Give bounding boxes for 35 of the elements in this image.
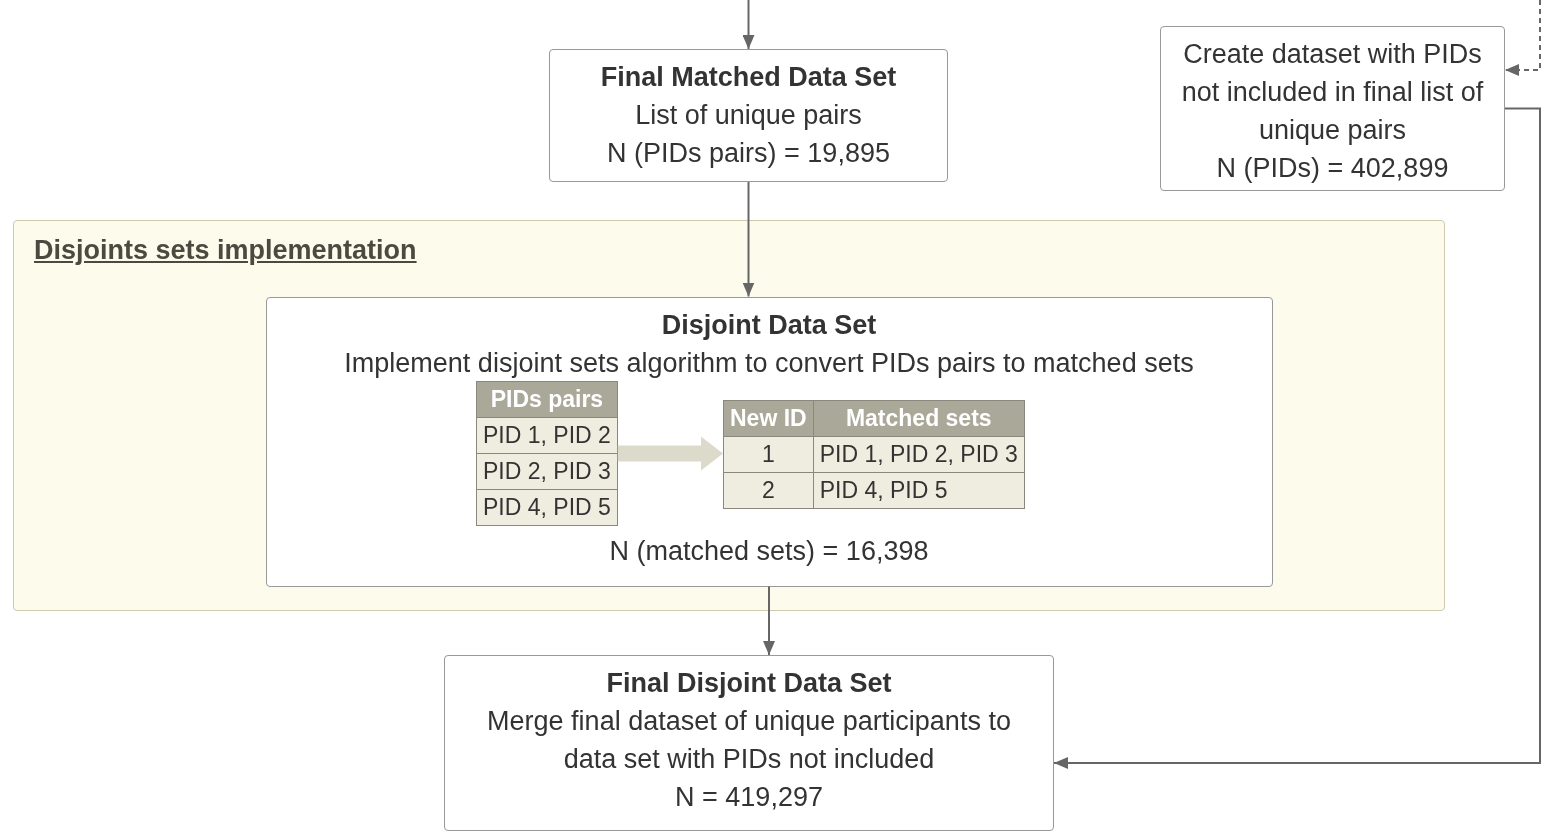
table-entry: PID 2, PID 3 bbox=[476, 453, 618, 490]
box-text: Implement disjoint sets algorithm to convert PIDs pairs to matched sets bbox=[343, 346, 1195, 380]
process-box bbox=[444, 655, 1054, 831]
box-title: Final Disjoint Data Set bbox=[605, 667, 893, 700]
box-text: N (PIDs pairs) = 19,895 bbox=[606, 137, 891, 170]
column-header: Matched sets bbox=[813, 400, 1025, 437]
box-text: N (matched sets) = 16,398 bbox=[608, 534, 930, 568]
arrow bbox=[742, 0, 755, 50]
column-header: New ID bbox=[723, 400, 814, 437]
arrow bbox=[1053, 107, 1541, 769]
box-text: List of unique pairs bbox=[634, 99, 863, 132]
table-entry: PID 4, PID 5 bbox=[476, 489, 618, 526]
box-text: N = 419,297 bbox=[674, 781, 824, 814]
column-header: PIDs pairs bbox=[476, 381, 618, 418]
process-box bbox=[549, 49, 948, 182]
table-entry: 1 bbox=[723, 436, 814, 473]
box-text: Merge final dataset of unique participants to data set with PIDs not included bbox=[486, 705, 1012, 776]
box-text: N (PIDs) = 402,899 bbox=[1215, 152, 1450, 185]
table-entry: PID 1, PID 2 bbox=[476, 417, 618, 454]
process-box bbox=[1160, 26, 1505, 191]
process-box bbox=[265, 296, 1273, 587]
box-title: Final Matched Data Set bbox=[599, 61, 898, 94]
box-title: Disjoint Data Set bbox=[660, 308, 878, 342]
group-panel bbox=[13, 220, 1445, 611]
table-entry: PID 4, PID 5 bbox=[813, 472, 1025, 509]
arrow bbox=[763, 585, 775, 656]
data-table bbox=[476, 381, 618, 526]
data-table bbox=[723, 400, 1025, 509]
arrow bbox=[742, 181, 755, 298]
group-title: Disjoints sets implementation bbox=[34, 234, 417, 267]
arrow bbox=[1504, 0, 1541, 76]
arrow bbox=[617, 436, 723, 471]
box-text: Create dataset with PIDs not included in final list of unique pairs bbox=[1180, 38, 1485, 147]
table-entry: 2 bbox=[723, 472, 814, 509]
table-entry: PID 1, PID 2, PID 3 bbox=[813, 436, 1025, 473]
